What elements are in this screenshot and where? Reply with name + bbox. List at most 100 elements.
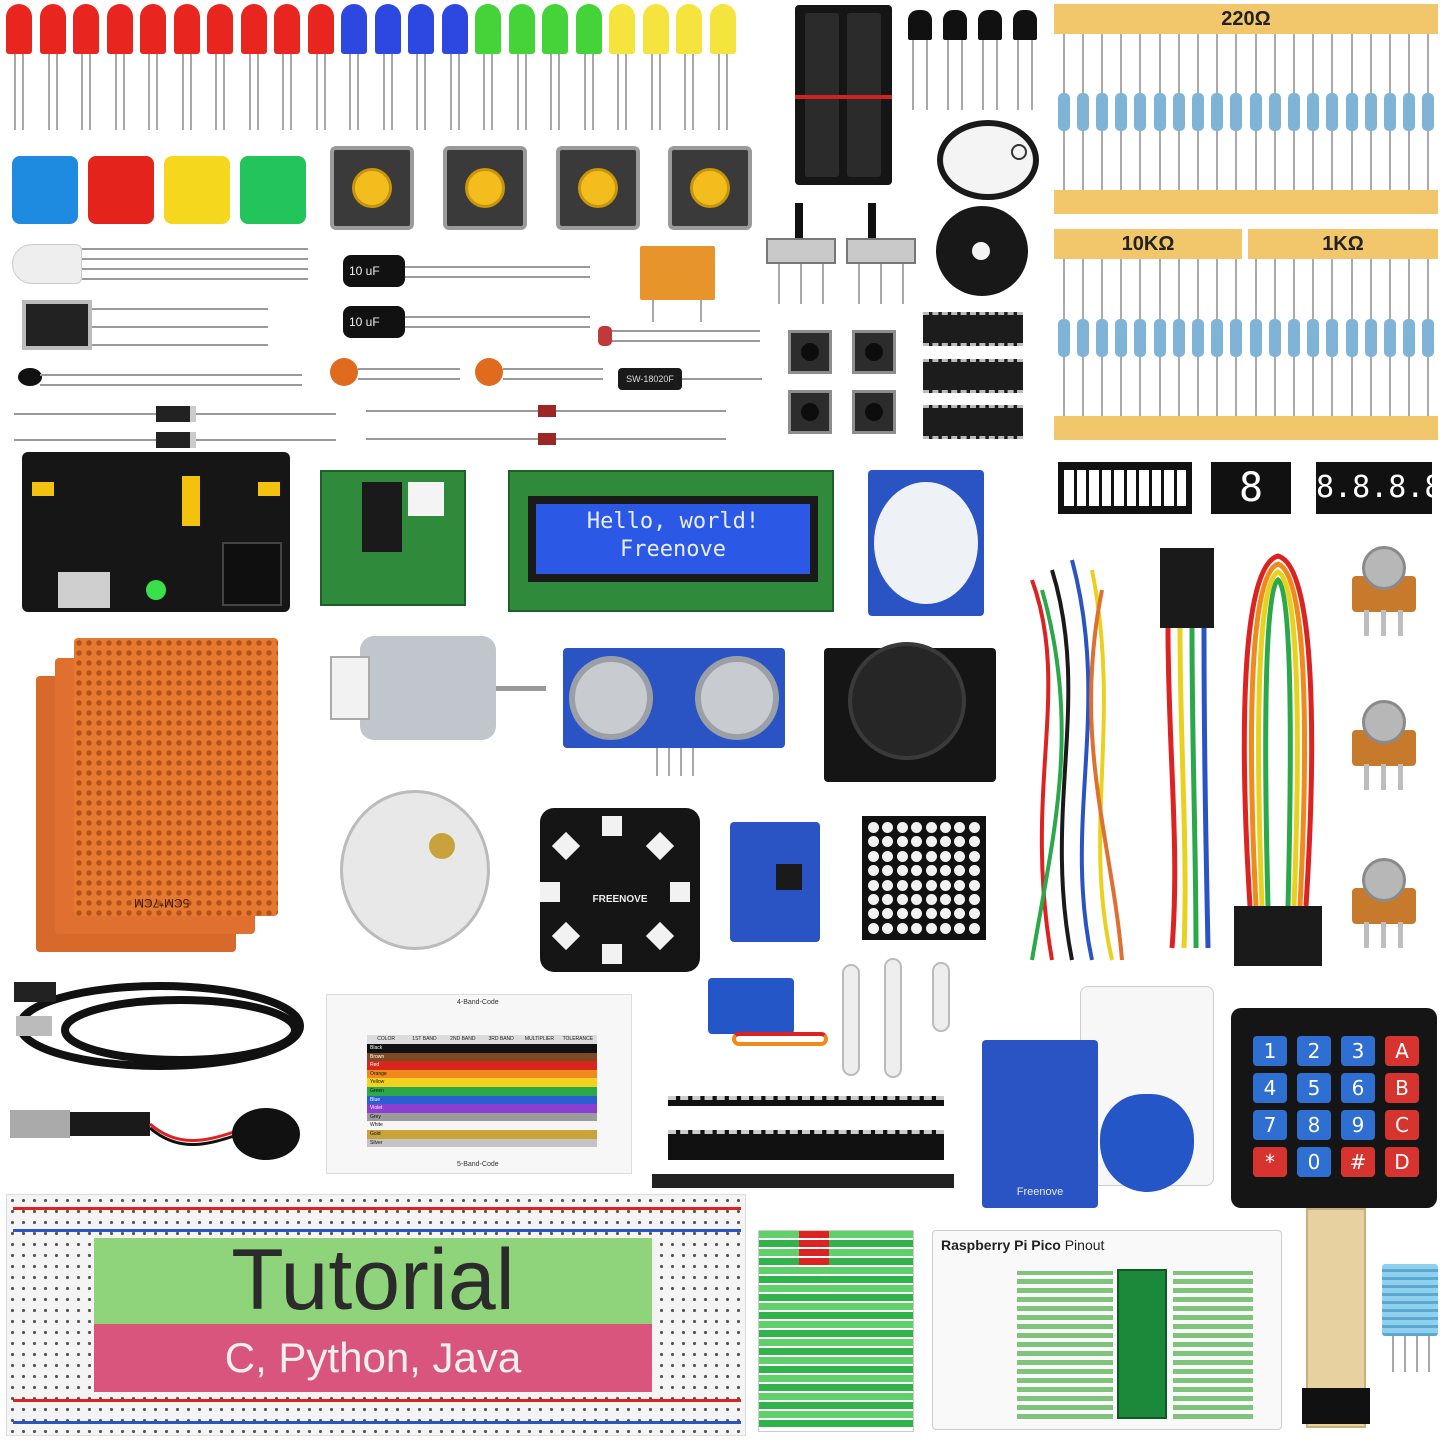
lead — [92, 326, 268, 328]
color-code-column-header: 2ND BAND — [450, 1036, 476, 1042]
keypad-key-2: 2 — [1297, 1036, 1331, 1066]
resistor — [1115, 93, 1128, 131]
led — [676, 4, 702, 54]
led-leg — [524, 54, 527, 130]
led — [39, 4, 66, 54]
servo-horn-3 — [932, 962, 950, 1032]
lead — [40, 374, 302, 376]
jumper-wires-bundle — [1030, 559, 1124, 961]
resistor — [1211, 93, 1224, 131]
tutorial-title: Tutorial — [231, 1232, 515, 1328]
gpio-card-row — [759, 1330, 913, 1337]
led-leg — [558, 54, 560, 130]
resistor — [1345, 93, 1358, 131]
color-code-column-header: MULTIPLIER — [524, 1036, 555, 1042]
led-leg — [122, 54, 125, 130]
gpio-card-row — [759, 1303, 913, 1310]
electrolytic-capacitor-1: 10 uF — [343, 255, 405, 287]
led — [441, 4, 468, 54]
push-button-1 — [330, 146, 414, 230]
sensor-pin — [1428, 1336, 1430, 1372]
relay-pin — [700, 300, 702, 322]
relay-pin — [652, 300, 654, 322]
color-code-row: Green — [367, 1086, 597, 1096]
joystick-module — [824, 642, 996, 782]
gpio-card-row — [759, 1366, 913, 1373]
led-leg — [290, 54, 292, 130]
ultrasonic-sensor — [563, 648, 785, 748]
gpio-card-row — [759, 1249, 913, 1256]
switch-pin — [800, 264, 802, 304]
led — [307, 4, 334, 54]
keypad-key-B: B — [1385, 1073, 1419, 1103]
transistor-leg — [912, 40, 914, 110]
gpio-card-row — [759, 1411, 913, 1418]
led-leg — [14, 54, 16, 130]
lead — [92, 308, 268, 310]
pico-card-subtitle: Pinout — [1064, 1237, 1105, 1253]
diode-1 — [156, 406, 196, 422]
slide-switch-lever — [868, 203, 876, 238]
resistor — [1076, 93, 1089, 131]
lead — [503, 368, 603, 370]
led-leg — [223, 54, 225, 130]
dupont-wires-female — [1160, 548, 1214, 949]
dht11-sensor — [1382, 1264, 1438, 1336]
resistor — [1422, 318, 1435, 357]
gpio-card-row — [759, 1393, 913, 1400]
gpio-card-power-pin — [799, 1240, 829, 1247]
gpio-card-row — [759, 1384, 913, 1391]
gpio-card-power-pin — [799, 1231, 829, 1238]
prototype-board: 5CM*7CM — [74, 638, 278, 916]
keypad-key-D: D — [1385, 1147, 1419, 1177]
transistor-leg — [961, 40, 963, 110]
pico-card-title: Raspberry Pi Pico — [941, 1237, 1061, 1253]
keypad-key-7: 7 — [1253, 1110, 1287, 1140]
sensor-pin — [668, 748, 670, 776]
small-diode-2 — [538, 433, 556, 445]
seven-segment-single: 8 — [1211, 462, 1291, 514]
resistor — [1288, 318, 1300, 357]
gpio-card-row — [759, 1231, 913, 1238]
tactile-button-3 — [788, 390, 832, 434]
battery-clip-dc-plug — [10, 1108, 300, 1160]
switch-pin — [778, 264, 780, 304]
resistor — [1153, 93, 1166, 131]
tilt-switch: SW-18020F — [618, 368, 682, 390]
resistor-strip-220-bottom — [1054, 190, 1438, 214]
usb-cable — [14, 982, 304, 1070]
gpio-card-row — [759, 1276, 913, 1283]
led-leg — [416, 54, 418, 130]
lead — [682, 378, 762, 380]
led-leg — [516, 54, 519, 130]
resistor — [1076, 318, 1089, 357]
led-leg — [650, 54, 653, 130]
resistor — [1172, 318, 1185, 357]
switch-pin — [858, 264, 860, 304]
resistor — [1134, 93, 1147, 131]
led-leg — [189, 54, 192, 130]
slide-switch-1 — [766, 238, 836, 264]
color-code-row: Blue — [367, 1095, 597, 1105]
resistor — [1172, 93, 1185, 131]
led-row — [0, 0, 760, 135]
led-leg — [550, 54, 552, 130]
transistor-3 — [978, 10, 1002, 40]
keypad-key-*: * — [1253, 1147, 1287, 1177]
neopixel-ring-board: FREENOVE — [540, 808, 700, 972]
keypad-key-1: 1 — [1253, 1036, 1287, 1066]
led-leg — [256, 54, 259, 130]
led — [73, 4, 99, 54]
led — [374, 4, 401, 54]
led-leg — [315, 54, 318, 130]
gpio-card-row — [759, 1240, 913, 1247]
led — [542, 4, 568, 54]
transistor-2 — [943, 10, 967, 40]
transistor-leg — [1031, 40, 1033, 110]
led — [106, 4, 133, 54]
motor-shaft — [496, 686, 546, 691]
resistor — [1057, 93, 1070, 131]
diode-2 — [156, 432, 196, 448]
resistor — [1096, 318, 1108, 357]
